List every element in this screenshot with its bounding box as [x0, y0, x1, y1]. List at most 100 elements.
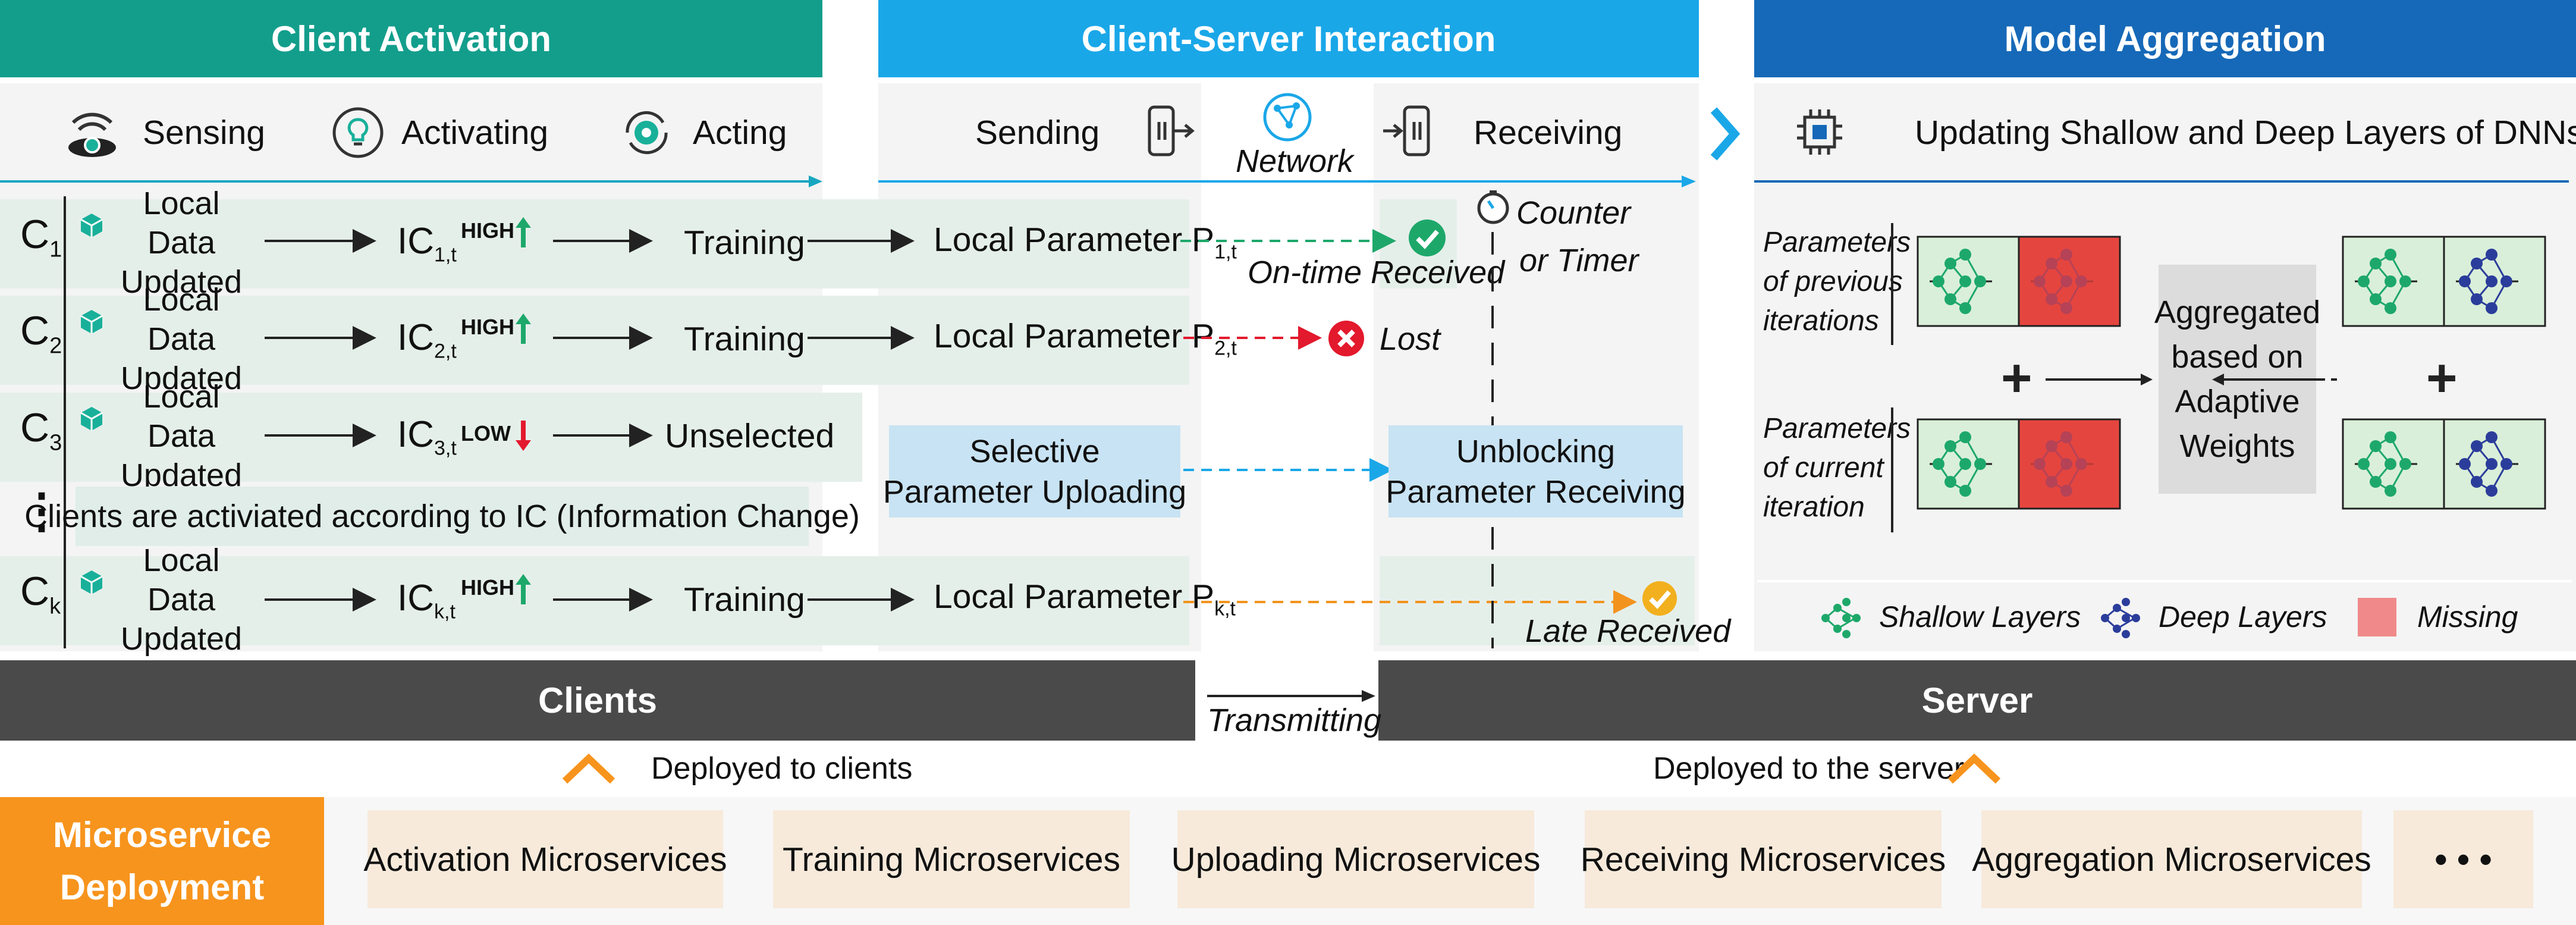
cube-icon: [77, 308, 106, 336]
up-arrow-icon: [514, 216, 532, 249]
up-arrow-icon: [514, 312, 532, 345]
chevron-up-icon: [559, 752, 618, 785]
deployed-server: Deployed to the server: [1653, 751, 1965, 786]
network-lane: [1201, 83, 1374, 651]
phase-network: Network: [1236, 143, 1354, 179]
action-label: Training: [684, 581, 805, 619]
receive-device-icon: [1380, 101, 1433, 161]
client-label: C1: [20, 212, 62, 262]
deep-layers-icon: [2099, 596, 2144, 641]
legend-shallow: Shallow Layers: [1879, 600, 2081, 634]
ic-level-badge: HIGH: [461, 218, 514, 243]
aggregation-legend-divider: [1757, 580, 2572, 582]
microservice-uploading: Uploading Microservices: [1171, 810, 1540, 908]
ic-level-badge: HIGH: [461, 315, 514, 339]
action-label: Training: [684, 224, 805, 262]
transmitting-arrow: [1207, 690, 1375, 702]
transmitting-label: Transmitting: [1207, 703, 1382, 738]
phase-receiving: Receiving: [1474, 114, 1623, 152]
header-client-server-interaction: Client-Server Interaction: [878, 0, 1699, 77]
legend-missing: Missing: [2417, 600, 2518, 634]
down-arrow-icon: [514, 419, 532, 452]
phase-updating: Updating Shallow and Deep Layers of DNNs: [1915, 114, 2576, 152]
ic-label: IC3,t: [397, 414, 457, 460]
action-label: Unselected: [665, 417, 835, 455]
result-label: On-time Received: [1248, 255, 1505, 290]
wifi-icon: [62, 106, 122, 159]
ic-level-badge: HIGH: [461, 575, 514, 600]
bulb-icon: [330, 105, 387, 161]
client-label: C3: [20, 405, 62, 456]
header-client-activation: Client Activation: [0, 0, 822, 77]
legend-deep: Deep Layers: [2159, 600, 2327, 634]
server-bar: Server: [1378, 660, 2576, 741]
deployed-clients: Deployed to clients: [651, 751, 913, 786]
gear-cycle-icon: [618, 105, 675, 161]
missing-swatch-icon: [2358, 598, 2396, 636]
vertical-ellipsis: ⋮: [18, 484, 65, 537]
microservice-more: • • •: [2393, 810, 2533, 908]
microservice-receiving: Receiving Microservices: [1581, 810, 1946, 908]
phase-activating: Activating: [401, 114, 549, 152]
microservice-aggregation: Aggregation Microservices: [1972, 810, 2371, 908]
result-label: Lost: [1380, 321, 1441, 357]
plus-right: +: [2426, 349, 2458, 408]
curr-params-divider: [1891, 407, 1893, 532]
send-device-icon: [1145, 101, 1198, 161]
prev-params-divider: [1891, 223, 1893, 345]
aggregation-network-graphics: [1917, 236, 2546, 510]
header-model-aggregation: Model Aggregation: [1754, 0, 2576, 77]
client-axis-line: [64, 196, 66, 648]
ic-label: IC2,t: [397, 317, 457, 363]
shallow-layers-icon: [1820, 596, 1864, 641]
action-label: Training: [684, 320, 805, 358]
client-label: Ck: [20, 569, 61, 619]
row-stripe-c2: [0, 296, 1189, 385]
timeline-arrows: [0, 175, 2569, 187]
row-stripe-c1: [0, 199, 1189, 289]
row-stripe-c3: [0, 393, 862, 482]
result-label: Late Received: [1525, 613, 1731, 649]
counter-label: Counter or Timer: [1516, 195, 1639, 278]
phase-sending: Sending: [975, 114, 1100, 152]
timer-icon: [1477, 189, 1510, 225]
ic-level-badge: LOW: [461, 421, 511, 446]
phase-sensing: Sensing: [143, 114, 265, 152]
selective-upload-box: Selective Parameter Uploading: [883, 425, 1186, 518]
cube-icon: [77, 568, 106, 597]
client-label: C2: [20, 308, 62, 359]
row-stripe-ck-recv: [1380, 556, 1695, 645]
phase-acting: Acting: [693, 114, 787, 152]
chevron-right-icon: [1708, 104, 1743, 164]
param-label: Local Parameter P1,t: [934, 221, 1237, 264]
globe-network-icon: [1259, 89, 1316, 146]
microservice-training: Training Microservices: [773, 810, 1130, 908]
up-arrow-icon: [514, 573, 532, 606]
check-icon: [1641, 580, 1678, 617]
chip-icon: [1790, 102, 1849, 162]
ic-label: IC1,t: [397, 221, 457, 266]
plus-left: +: [2001, 349, 2032, 408]
clients-bar: Clients: [0, 660, 1195, 741]
flow-arrows: [265, 229, 1637, 648]
x-icon: [1327, 319, 1365, 358]
check-icon: [1408, 218, 1447, 258]
param-label: Local Parameter P2,t: [934, 317, 1237, 360]
cube-icon: [77, 211, 106, 240]
cube-icon: [77, 405, 106, 433]
chevron-up-icon: [1944, 752, 2004, 785]
ic-label: ICk,t: [397, 578, 455, 623]
ic-note: Clients are activiated according to IC (…: [24, 487, 860, 546]
microservice-activation: Activation Microservices: [363, 810, 727, 908]
unblocking-receive-box: Unblocking Parameter Receiving: [1386, 425, 1686, 518]
